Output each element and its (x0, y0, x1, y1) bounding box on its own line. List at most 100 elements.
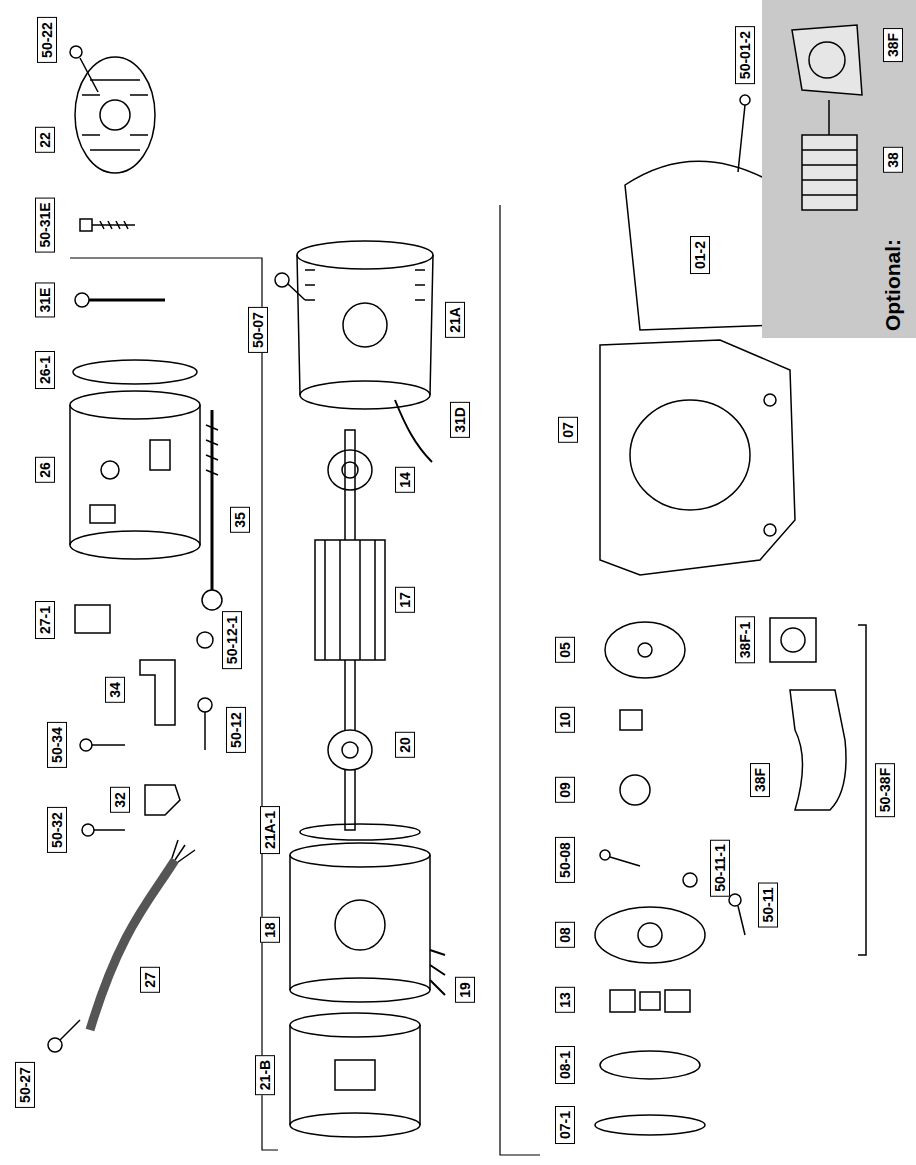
cable-gland (75, 293, 165, 307)
callout-box: 26-1 (35, 351, 55, 389)
callout-box: 50-27 (15, 1062, 35, 1108)
screw (600, 850, 640, 866)
callout-number: 38F (752, 768, 768, 792)
callout-number: 50-31E (37, 202, 53, 247)
callout-number: 27 (142, 972, 158, 988)
callout-number: 08-1 (557, 1051, 573, 1079)
callout-number: 14 (397, 472, 413, 488)
callout-box: 50-12 (226, 707, 246, 753)
callout-number: 50-12 (228, 712, 244, 748)
callout-number: 31E (37, 288, 53, 313)
callout-box: 07 (558, 417, 578, 443)
o-ring (300, 824, 420, 840)
callout-box: 38F (883, 28, 903, 62)
callout-number: 50-11-1 (712, 844, 728, 891)
callout-number: 50-32 (49, 812, 65, 848)
callout-box: 21A (445, 302, 465, 338)
callout-number: 01-2 (692, 241, 708, 269)
callout-number: 50-11 (760, 887, 776, 922)
callout-box: 50-32 (47, 807, 67, 853)
callout-number: 50-12-1 (224, 616, 240, 664)
gasket (600, 1051, 700, 1079)
callout-box: 09 (555, 777, 575, 803)
wire (395, 400, 432, 462)
callout-number: 35 (232, 512, 248, 528)
callout-box: 50-07 (248, 307, 268, 353)
callout-box: 32 (110, 787, 130, 813)
callout-number: 21-B (257, 1060, 273, 1090)
o-ring (683, 873, 697, 887)
callout-box: 50-22 (37, 17, 57, 63)
callout-box: 50-34 (47, 722, 67, 768)
callout-box: 21A-1 (260, 806, 280, 854)
optional-panel: Optional:38F38 (762, 0, 916, 338)
callout-box: 50-01-2 (735, 26, 755, 84)
callout-number: 34 (107, 682, 123, 698)
callout-box: 50-38F (875, 763, 895, 817)
seal-plate (595, 907, 705, 963)
screw (70, 46, 98, 92)
cover-plate (625, 161, 785, 330)
discharge-flange (790, 690, 846, 810)
callout-box: 31D (450, 402, 470, 438)
pump-housing (600, 340, 795, 575)
callout-box: 13 (555, 987, 575, 1013)
motor-cap (70, 391, 200, 559)
screw (729, 894, 745, 935)
callout-number: 21A-1 (262, 811, 278, 849)
callout-box: 18 (260, 917, 280, 943)
callout-number: 50-01-2 (737, 31, 753, 79)
callout-box: 10 (555, 707, 575, 733)
screw (80, 739, 125, 751)
callout-box: 38F-1 (735, 617, 755, 664)
stator (290, 843, 430, 1002)
o-ring (197, 632, 213, 648)
callout-box: 27 (140, 967, 160, 993)
callout-number: 50-38F (877, 768, 893, 812)
leads (430, 950, 445, 995)
callout-box: 50-31E (35, 197, 55, 252)
callout-number: 09 (557, 782, 573, 798)
cover-plate (75, 57, 155, 173)
motor-housing-cap (290, 1013, 420, 1137)
callout-box: 50-08 (555, 837, 575, 883)
callout-number: 21A (447, 307, 463, 333)
callout-box: 20 (395, 732, 415, 758)
callout-number: 50-08 (557, 842, 573, 878)
seal (620, 775, 650, 805)
callout-box: 08 (555, 922, 575, 948)
callout-number: 05 (557, 642, 573, 658)
callout-box: 19 (455, 977, 475, 1003)
callout-number: 50-27 (17, 1067, 33, 1103)
impeller (605, 622, 685, 678)
screw (275, 273, 305, 300)
screw (80, 219, 135, 231)
screw (48, 1020, 80, 1052)
callout-number: 38 (885, 152, 901, 168)
callout-number: 07 (560, 422, 576, 438)
callout-box: 50-11-1 (710, 839, 730, 896)
end-bell (297, 241, 433, 409)
plate (75, 605, 110, 633)
screw (82, 824, 125, 836)
callout-number: 07-1 (557, 1111, 573, 1139)
gasket (73, 360, 197, 384)
callout-number: 17 (397, 592, 413, 608)
callout-box: 27-1 (35, 601, 55, 639)
callout-box: 38F (750, 763, 770, 797)
clip (145, 785, 180, 815)
callout-number: 31D (452, 407, 468, 433)
callout-box: 17 (395, 587, 415, 613)
screw (738, 95, 750, 172)
callout-number: 18 (262, 922, 278, 938)
mechanical-seal (610, 990, 690, 1012)
callout-number: 13 (557, 992, 573, 1008)
callout-box: 26 (35, 457, 55, 483)
callout-number: 22 (37, 132, 53, 148)
callout-box: 07-1 (555, 1106, 575, 1144)
rotor (315, 540, 385, 660)
callout-number: 26-1 (37, 356, 53, 384)
callout-number: 32 (112, 792, 128, 808)
bracket-line (858, 625, 866, 955)
bracket-line (500, 205, 540, 1155)
